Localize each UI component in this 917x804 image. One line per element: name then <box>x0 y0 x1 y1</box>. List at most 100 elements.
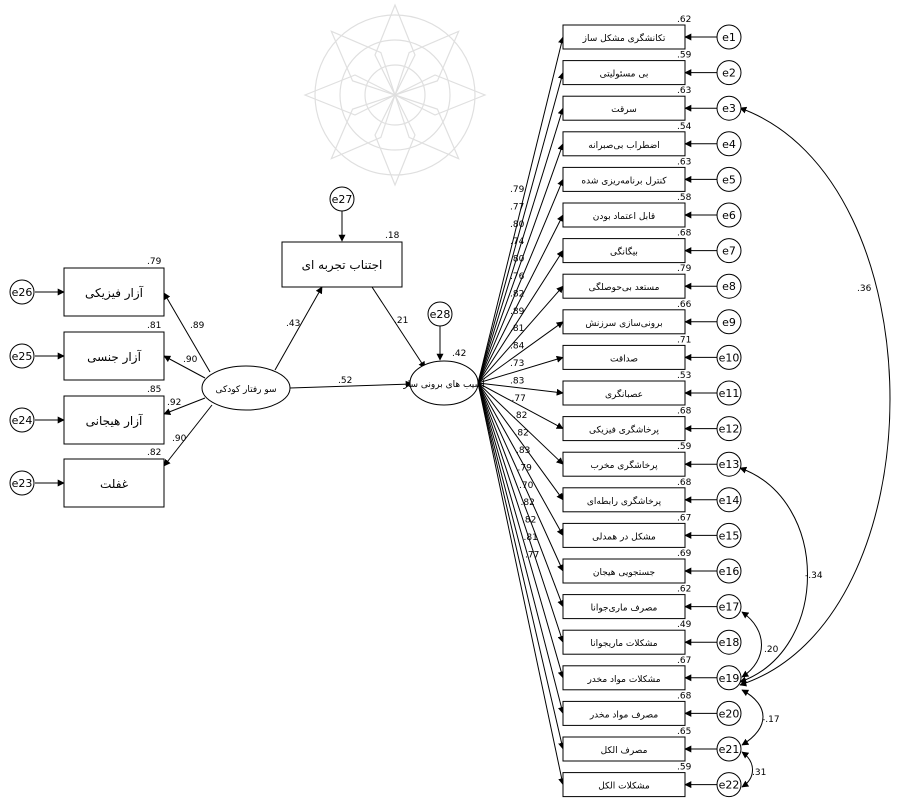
error-label: e19 <box>719 672 740 685</box>
indicator-r2: .69 <box>677 549 692 559</box>
error-label: e6 <box>722 209 736 222</box>
abuse-indicator-r2: .85 <box>147 385 161 395</box>
path-mediator-to-harm <box>371 286 426 369</box>
error-label: e22 <box>719 779 740 792</box>
path-abuse-to-ind-3 <box>163 397 206 415</box>
loading-path <box>477 382 564 572</box>
error-node <box>716 344 742 370</box>
cov-curve-e21-e22 <box>741 751 753 788</box>
abuse-indicator-4: غفلت .82 <box>63 448 165 508</box>
abuse-indicator-3: آزار هیجانی .85 <box>63 385 165 445</box>
loading-label: .77 <box>512 394 526 404</box>
error-node <box>716 309 742 335</box>
svg-text:e25: e25 <box>12 350 33 363</box>
abuse-loading: .90 <box>183 355 198 365</box>
loading-label: .76 <box>510 272 525 282</box>
indicator-label: عصبانگری <box>605 388 643 400</box>
indicator-r2: .68 <box>677 478 692 488</box>
loading-path <box>477 107 565 384</box>
indicator-label: جستجویی هیجان <box>593 568 655 578</box>
abuse-indicator-r2: .79 <box>147 257 162 267</box>
path-abuse-to-harm <box>289 380 413 389</box>
error-label: e18 <box>719 636 740 649</box>
loading-label: .77 <box>525 550 539 560</box>
loading-path <box>477 382 564 396</box>
indicator-box <box>562 380 686 406</box>
cov-curve-e19-e21 <box>741 689 764 746</box>
loading-path <box>477 382 564 501</box>
path-abuse-to-ind-2 <box>163 355 206 379</box>
abuse-indicator-label: آزار هیجانی <box>86 413 143 429</box>
indicator-box <box>562 772 686 798</box>
cov-label-e21-e22: .31 <box>752 768 766 778</box>
indicator-label: مشکلات ماریجوانا <box>590 639 657 649</box>
abuse-indicator-1: آزار فیزیکی .79 <box>63 257 165 317</box>
indicator-r2: .62 <box>677 15 691 25</box>
mediator-r2: .18 <box>385 231 400 241</box>
mediator-box: اجتناب تجربه ای .18 <box>281 231 403 288</box>
indicator-r2: .49 <box>677 620 692 630</box>
loading-label: .83 <box>510 376 524 386</box>
indicator-label: کنترل برنامه‌ریزی شده <box>581 176 667 186</box>
abuse-indicator-label: غفلت <box>100 477 128 491</box>
error-label: e17 <box>719 601 740 614</box>
loading-label: .80 <box>510 220 525 230</box>
indicator-r2: .65 <box>677 727 691 737</box>
error-node <box>716 202 742 228</box>
indicator-box <box>562 700 686 726</box>
loading-path <box>477 36 565 384</box>
error-label: e21 <box>719 743 740 756</box>
error-node-e26: e26 <box>9 279 35 305</box>
error-label: e13 <box>719 458 740 471</box>
indicator-box <box>562 736 686 762</box>
error-label: e20 <box>719 707 740 720</box>
latent-abuse-label: سو رفتار کودکی <box>215 385 276 395</box>
cov-label-e19-e21: -.17 <box>762 715 780 725</box>
loading-path <box>477 382 565 750</box>
indicator-label: مصرف ماری‌جوانا <box>591 604 658 614</box>
error-node <box>716 24 742 50</box>
watermark-logo <box>303 3 487 187</box>
abuse-loading: .90 <box>172 434 187 444</box>
loading-path <box>477 382 565 679</box>
indicator-label: مصرف مواد مخدر <box>589 710 659 720</box>
error-label: e10 <box>719 351 740 364</box>
loading-path <box>477 382 564 430</box>
indicator-box <box>562 451 686 477</box>
cov-curve-e3-e19 <box>739 106 891 687</box>
indicator-box <box>562 166 686 192</box>
loading-label: .81 <box>524 533 538 543</box>
cov-label-e13-e19: -.34 <box>805 571 823 581</box>
abuse-indicator-label: آزار فیزیکی <box>85 285 144 301</box>
indicator-box <box>562 416 686 442</box>
indicator-r2: .62 <box>677 585 691 595</box>
error-node <box>716 700 742 726</box>
svg-text:e28: e28 <box>430 308 451 321</box>
abuse-indicator-label: آزار جنسی <box>87 349 141 365</box>
abuse-indicator-2: آزار جنسی .81 <box>63 321 165 381</box>
error-node-e24: e24 <box>9 407 35 433</box>
indicator-r2: .63 <box>677 86 691 96</box>
error-node-e25: e25 <box>9 343 35 369</box>
error-label: e7 <box>722 245 736 258</box>
mediator-label: اجتناب تجربه ای <box>302 258 383 273</box>
error-label: e2 <box>722 67 736 80</box>
indicator-r2: .59 <box>677 442 692 452</box>
error-node <box>716 131 742 157</box>
indicator-box <box>562 629 686 655</box>
error-node <box>716 380 742 406</box>
svg-text:e23: e23 <box>12 477 33 490</box>
loading-label: .82 <box>513 411 527 421</box>
loading-label: .81 <box>510 324 524 334</box>
